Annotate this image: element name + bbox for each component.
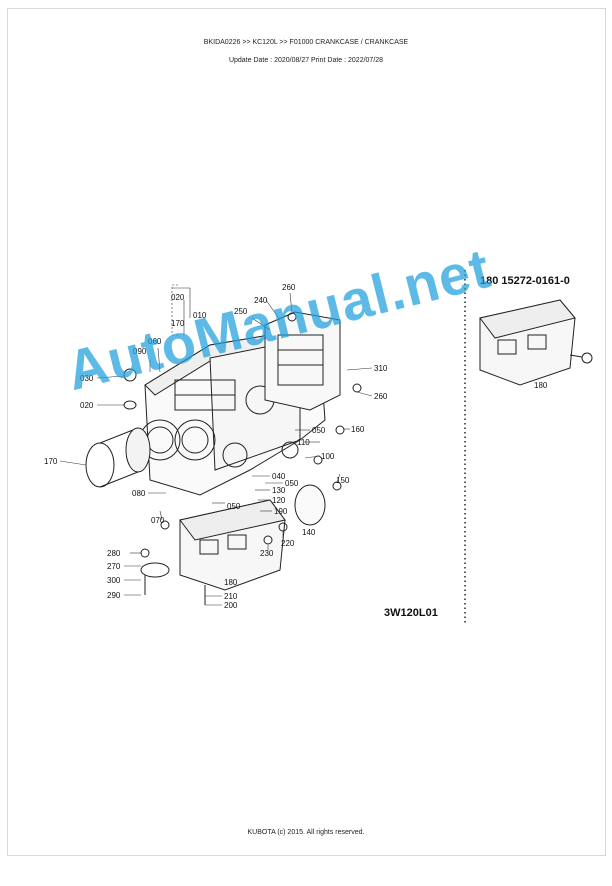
label-180b: 180 <box>534 381 548 390</box>
label-090: 090 <box>133 347 147 356</box>
label-220: 220 <box>281 539 295 548</box>
bolt-230 <box>263 535 273 545</box>
label-100: 100 <box>321 452 335 461</box>
rear-cover-plate <box>264 311 341 411</box>
label-230: 230 <box>260 549 274 558</box>
label-040: 040 <box>272 472 286 481</box>
label-160: 160 <box>351 425 365 434</box>
label-270: 270 <box>107 562 121 571</box>
plug-020 <box>123 400 137 410</box>
label-070: 070 <box>151 516 165 525</box>
label-260b: 260 <box>374 392 388 401</box>
bolt-260b <box>352 383 362 393</box>
oil-pan <box>179 499 286 591</box>
label-130: 130 <box>272 486 286 495</box>
page-frame <box>7 8 606 856</box>
copyright-footer: KUBOTA (c) 2015. All rights reserved. <box>247 829 365 836</box>
label-030: 030 <box>80 374 94 383</box>
inset-title: 180 15272-0161-0 <box>480 275 570 287</box>
label-170: 170 <box>171 319 185 328</box>
label-300: 300 <box>107 576 121 585</box>
label-260: 260 <box>282 283 296 292</box>
breadcrumb: BKIDA0226 >> KC120L >> F01000 CRANKCASE … <box>203 39 409 46</box>
label-060: 060 <box>148 337 162 346</box>
inset-oil-pan <box>479 299 593 386</box>
label-110: 110 <box>297 438 310 447</box>
label-140: 140 <box>302 528 316 537</box>
label-200: 200 <box>224 601 238 610</box>
label-280: 280 <box>107 549 121 558</box>
label-020b: 020 <box>80 401 94 410</box>
label-180: 180 <box>224 578 238 587</box>
label-050b: 050 <box>285 479 299 488</box>
label-020: 020 <box>171 293 185 302</box>
leader-lines <box>59 287 373 606</box>
label-310: 310 <box>374 364 388 373</box>
label-080: 080 <box>132 489 146 498</box>
oil-filter <box>85 427 151 488</box>
label-120: 120 <box>272 496 286 505</box>
plug-030 <box>123 368 137 382</box>
label-050c: 050 <box>227 502 241 511</box>
bolt-160 <box>335 425 345 435</box>
pin-070 <box>160 520 170 530</box>
label-050: 050 <box>312 426 326 435</box>
label-010: 010 <box>193 311 207 320</box>
label-190: 190 <box>274 507 288 516</box>
label-170b: 170 <box>44 457 58 466</box>
side-cover <box>294 484 326 526</box>
date-line: Update Date : 2020/08/27 Print Date : 20… <box>228 57 384 64</box>
label-290: 290 <box>107 591 121 600</box>
label-150: 150 <box>336 476 350 485</box>
label-210: 210 <box>224 592 238 601</box>
diagram-code: 3W120L01 <box>384 607 438 619</box>
oil-strainer <box>140 548 170 595</box>
label-250: 250 <box>234 307 248 316</box>
label-240: 240 <box>254 296 268 305</box>
